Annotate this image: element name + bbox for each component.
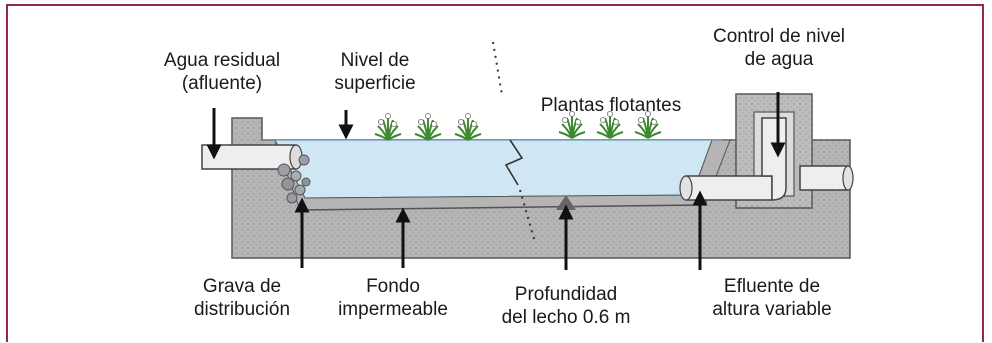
- effluent-label-line2: altura variable: [712, 299, 831, 320]
- depth-label-line2: del lecho 0.6 m: [502, 307, 631, 328]
- gravel-icon: [277, 154, 311, 204]
- arrow-icon: [206, 92, 786, 270]
- section-break: [492, 41, 536, 243]
- floating-plants-label: Plantas flotantes: [541, 95, 681, 116]
- plant-clump: [454, 113, 482, 141]
- plant-clump: [634, 111, 662, 139]
- plant-clump: [414, 113, 442, 141]
- gravel-label-line1: Grava de: [203, 276, 281, 297]
- diagram-frame: [6, 4, 984, 342]
- bottom-label-line2: impermeable: [338, 299, 448, 320]
- influent-label-line1: Agua residual: [164, 50, 280, 71]
- bottom-label-line1: Fondo: [366, 276, 420, 297]
- labels: Agua residual (afluente) Nivel de superf…: [164, 26, 845, 328]
- effluent-label-line1: Efluente de: [724, 276, 820, 297]
- plant-clump: [596, 111, 624, 139]
- control-label-line1: Control de nivel: [713, 26, 845, 47]
- control-label-line2: de agua: [745, 49, 814, 70]
- depth-label-line1: Profundidad: [515, 284, 617, 305]
- surface-label-line2: superficie: [334, 73, 415, 94]
- plant-icon: [374, 111, 662, 141]
- influent-label-line2: (afluente): [182, 73, 262, 94]
- plant-clump: [374, 113, 402, 141]
- surface-label-line1: Nivel de: [341, 50, 410, 71]
- gravel-label-line2: distribución: [194, 299, 290, 320]
- water-body: [262, 139, 731, 211]
- plant-clump: [558, 111, 586, 139]
- impermeable-bottom-line: [299, 204, 701, 211]
